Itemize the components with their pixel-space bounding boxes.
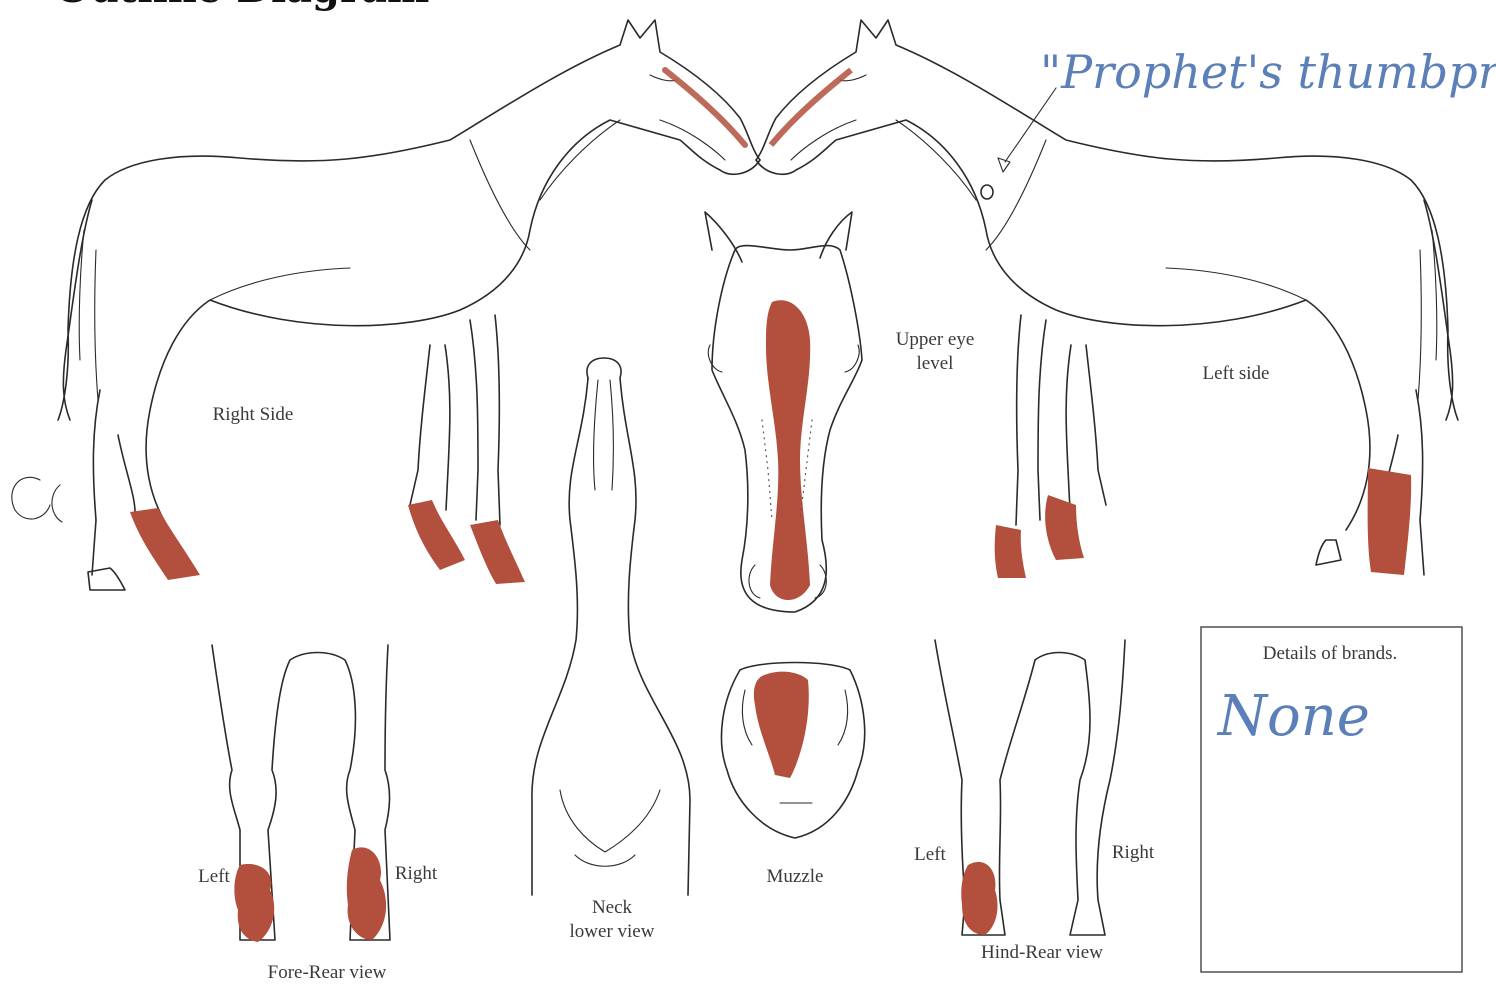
brands-box: [1201, 627, 1462, 972]
right-side-hoof-markings: [130, 500, 525, 584]
hind-rear-view-label: Hind-Rear view: [981, 942, 1103, 963]
fore-rear-view: [212, 645, 390, 942]
muzzle-label: Muzzle: [767, 866, 824, 887]
brands-heading: Details of brands.: [1263, 643, 1398, 664]
diagram-title: Outline Diagram: [55, 0, 429, 12]
upper-eye-level-label-line1: Upper eye: [896, 329, 975, 350]
brands-value: None: [1216, 684, 1370, 749]
prophets-thumbprint-annotation: "Prophet's thumbprint": [1040, 45, 1496, 99]
neck-label-line2: lower view: [570, 921, 655, 942]
fore-right-label: Right: [395, 863, 438, 884]
fore-rear-view-label: Fore-Rear view: [268, 962, 387, 983]
neck-lower-view: [532, 358, 690, 895]
neck-label-line1: Neck: [592, 897, 633, 918]
fore-left-label: Left: [198, 866, 230, 887]
hind-rear-view: [935, 640, 1125, 935]
left-side-label: Left side: [1202, 363, 1269, 384]
muzzle-view: [721, 663, 864, 839]
left-side-hoof-markings: [995, 468, 1411, 578]
right-side-horse: [12, 20, 760, 590]
face-front-view: [705, 212, 862, 612]
upper-eye-level-label-line2: level: [917, 353, 954, 374]
right-side-label: Right Side: [213, 404, 294, 425]
hind-left-label: Left: [914, 844, 946, 865]
left-side-horse: [756, 20, 1458, 578]
hind-right-label: Right: [1112, 842, 1155, 863]
